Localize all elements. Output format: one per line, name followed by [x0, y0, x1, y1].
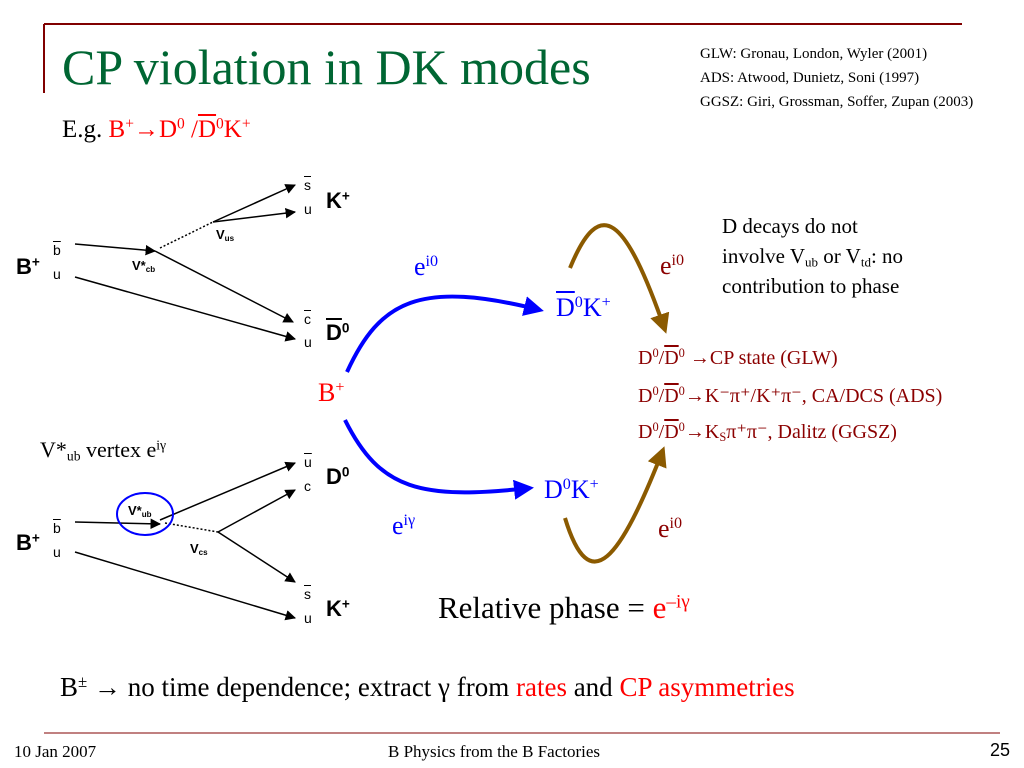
bottom-vertex-vcs: Vcs — [190, 541, 208, 557]
method-ggsz: D0/D0→KSπ⁺π⁻, Dalitz (GGSZ) — [638, 420, 897, 445]
page-title: CP violation in DK modes — [62, 39, 591, 95]
bottom-vertex-vub: V*ub — [128, 503, 152, 519]
top-u-out-quark: u — [304, 201, 312, 217]
top-bplus-label: B+ — [16, 254, 40, 279]
example-line: E.g. B+→D0 /D0K+ — [62, 115, 251, 143]
bottom-ubar-quark: u — [304, 454, 312, 470]
bottom-c-quark: c — [304, 478, 311, 494]
top-bbar-quark: b — [53, 242, 61, 258]
footer-date: 10 Jan 2007 — [14, 742, 97, 761]
top-vertex-vcb: V*cb — [132, 258, 156, 274]
top-kplus-label: K+ — [326, 188, 350, 213]
bottom-kplus-label: K+ — [326, 596, 350, 621]
bottom-bplus-label: B+ — [16, 530, 40, 555]
top-cbar-quark: c — [304, 311, 311, 327]
method-glw: D0/D0 →CP state (GLW) — [638, 346, 838, 369]
vub-vertex-caption: V*ub vertex eiγ — [40, 437, 167, 464]
ref-ggsz: GGSZ: Giri, Grossman, Soffer, Zupan (200… — [700, 94, 974, 110]
top-sbar-quark: s — [304, 177, 311, 193]
d-phase-top-label: ei0 — [660, 251, 685, 280]
method-ads: D0/D0→K⁻π⁺/K⁺π⁻, CA/DCS (ADS) — [638, 384, 943, 407]
phase-bottom-label: eiγ — [392, 511, 416, 540]
d0k-label: D0K+ — [544, 475, 599, 504]
b-to-d0k-arrow — [343, 419, 534, 500]
conclusion-line: B± → no time dependence; extract γ from … — [60, 671, 795, 702]
ref-ads: ADS: Atwood, Dunietz, Soni (1997) — [700, 70, 920, 86]
feynman-top-lines — [74, 184, 297, 342]
ref-glw: GLW: Gronau, London, Wyler (2001) — [700, 46, 928, 62]
d-decays-note-line3: contribution to phase — [722, 274, 900, 298]
top-u-low-quark: u — [304, 334, 312, 350]
decay-bplus-label: B+ — [318, 378, 345, 407]
feynman-bottom-lines — [74, 461, 297, 621]
page-number: 25 — [990, 740, 1011, 760]
bottom-sbar-quark: s — [304, 586, 311, 602]
dbar0-decay-arrow — [568, 223, 670, 334]
dbar0k-label: D0K+ — [556, 293, 611, 322]
bottom-u-low-quark: u — [304, 610, 312, 626]
bottom-d0-label: D0 — [326, 464, 350, 489]
top-dbar0-label: D0 — [326, 320, 350, 345]
footer-title: B Physics from the B Factories — [388, 742, 601, 761]
b-to-dbar0k-arrow — [345, 294, 544, 373]
d0-decay-arrow — [563, 446, 667, 564]
d-decays-note-line2: involve Vub or Vtd: no — [722, 244, 904, 270]
bottom-bbar-quark: b — [53, 520, 61, 536]
top-u-quark: u — [53, 266, 61, 282]
vub-vertex-circle — [116, 492, 174, 536]
phase-top-label: ei0 — [414, 252, 439, 281]
bottom-u-quark: u — [53, 544, 61, 560]
top-vertex-vus: Vus — [216, 227, 235, 243]
d-decays-note-line1: D decays do not — [722, 214, 858, 238]
relative-phase: Relative phase = e–iγ — [438, 590, 690, 625]
d-phase-bottom-label: ei0 — [658, 514, 683, 543]
